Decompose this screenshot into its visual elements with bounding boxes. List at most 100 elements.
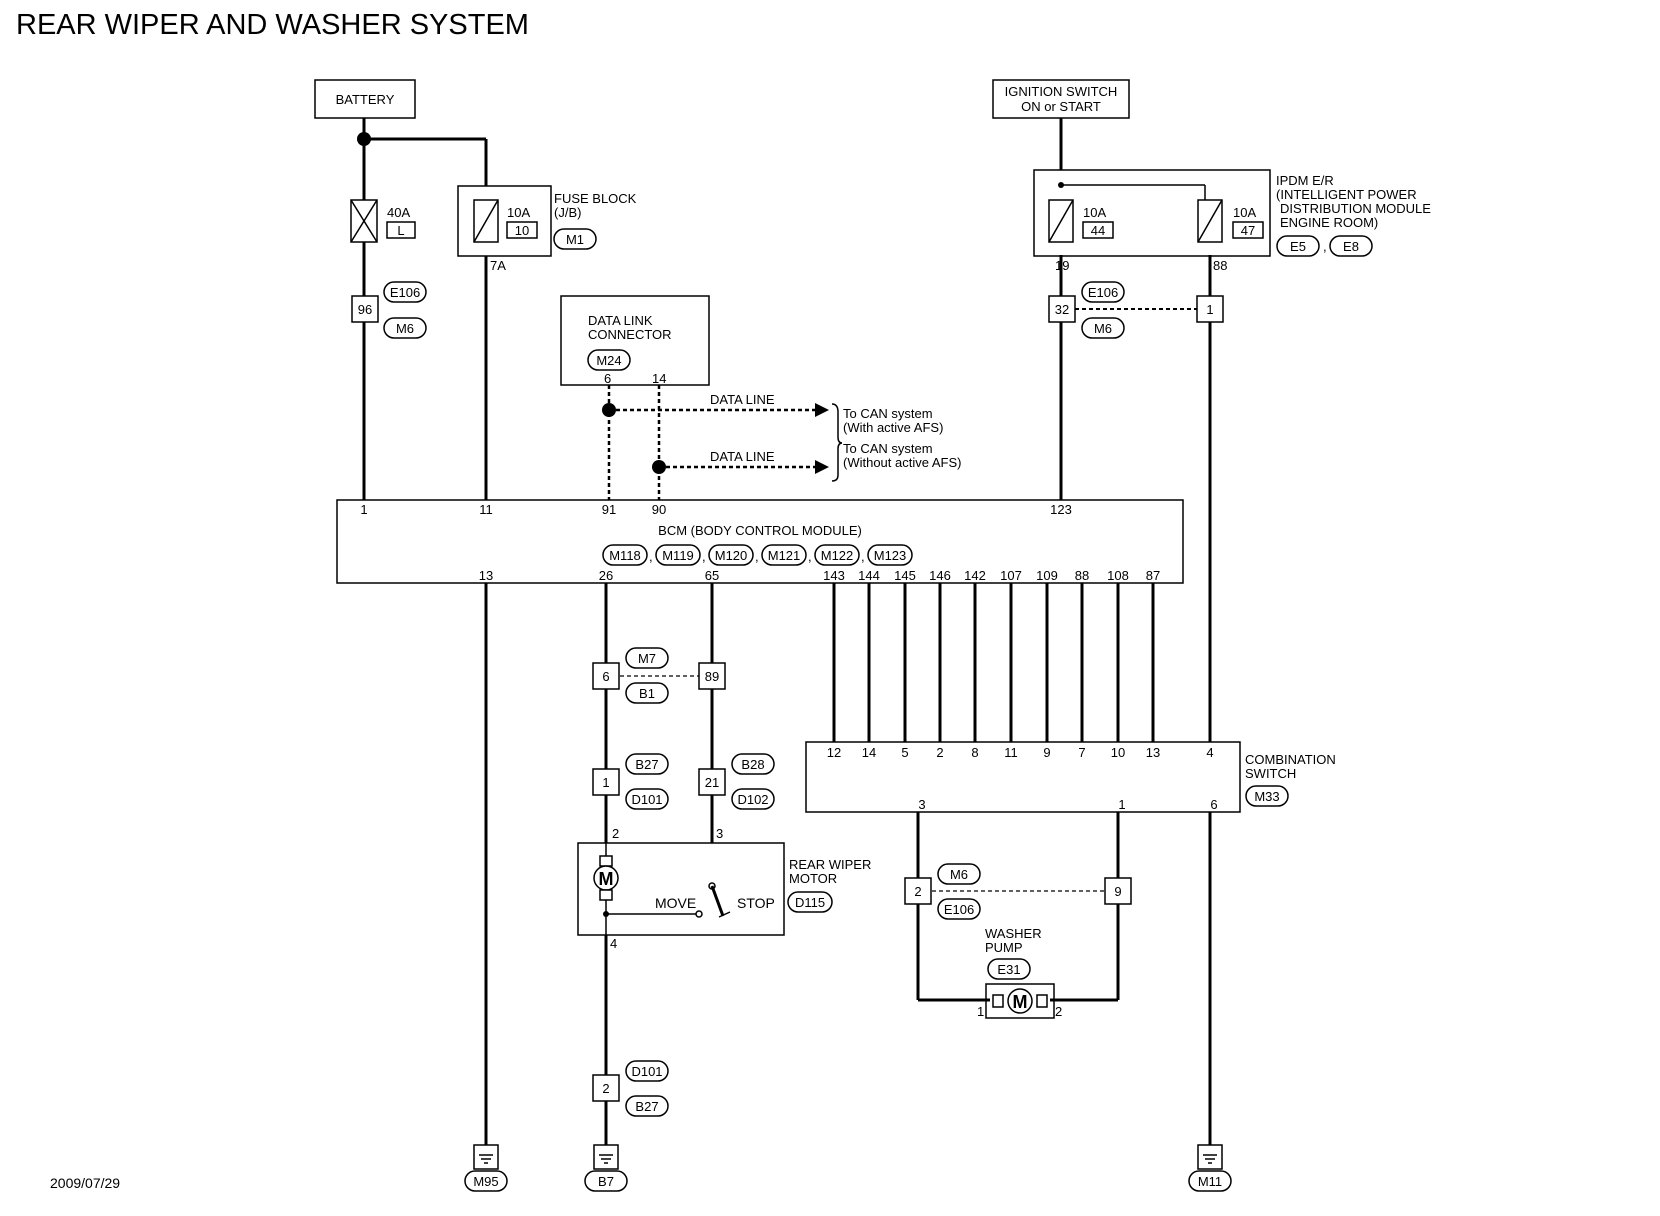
bcm-top-pin: 90 xyxy=(652,502,666,517)
combo-top-pin: 2 xyxy=(936,745,943,760)
wiper-pin-4: 4 xyxy=(610,936,617,951)
ground-m11-label: M11 xyxy=(1198,1174,1222,1189)
bcm-connector-pill xyxy=(708,544,754,566)
ipdm-module: 10A 44 10A 47 19 88 IPDM E/R (INTELLIGEN… xyxy=(1033,169,1431,273)
dlc-label-2: CONNECTOR xyxy=(588,327,672,342)
battery-junction xyxy=(357,132,371,146)
joint-2-washer: 2 M6 E106 xyxy=(904,863,981,920)
wiper-pin-3: 3 xyxy=(716,826,723,841)
pump-motor-icon xyxy=(1007,988,1033,1014)
arrow-icon xyxy=(815,403,829,417)
combo-bottom-pins: 3 1 6 xyxy=(918,797,1217,812)
joint-6-top: M7 xyxy=(638,651,656,666)
ipdm-conn-2: E8 xyxy=(1343,239,1359,254)
joint-96-bot: M6 xyxy=(396,321,414,336)
motor-symbol: M xyxy=(599,869,614,889)
joint-32-top: E106 xyxy=(1088,285,1118,300)
data-link-connector: DATA LINK CONNECTOR M24 6 14 xyxy=(560,295,710,386)
ground-icon xyxy=(593,1144,619,1170)
bcm-module: BCM (BODY CONTROL MODULE) M118,M119,M120… xyxy=(336,499,1184,584)
bcm-top-pin: 123 xyxy=(1050,502,1072,517)
joint-2w-bot: E106 xyxy=(944,902,974,917)
data-junction-2 xyxy=(652,460,666,474)
combo-conn: M33 xyxy=(1254,789,1279,804)
fuse-block-label2: (J/B) xyxy=(554,205,581,220)
bcm-top-pin: 11 xyxy=(479,502,493,517)
battery-label: BATTERY xyxy=(336,92,395,107)
bcm-connector-pill xyxy=(655,544,701,566)
joint-9: 9 xyxy=(1104,877,1132,905)
data-line-label-1: DATA LINE xyxy=(710,392,775,407)
dlc-pin-6: 6 xyxy=(604,371,611,386)
joint-6: 6 M7 B1 xyxy=(592,647,669,704)
joint-96: 96 E106 M6 xyxy=(351,281,427,339)
joint-89-pin: 89 xyxy=(705,669,719,684)
rear-wiper-motor: 2 3 4 M MOVE STOP REAR WIPER MOTOR D115 xyxy=(577,826,871,951)
ground-m11: M11 xyxy=(1188,1144,1232,1192)
joint-2g-pin: 2 xyxy=(602,1081,609,1096)
combo-label-1: COMBINATION xyxy=(1245,752,1336,767)
bcm-connector-sep: , xyxy=(861,549,865,564)
can-label-2a: To CAN system xyxy=(843,441,933,456)
joint-21: 21 B28 D102 xyxy=(698,753,775,810)
wiper-label-2: MOTOR xyxy=(789,871,837,886)
battery-box: BATTERY xyxy=(314,79,416,119)
fuse-block-pin: 7A xyxy=(490,258,506,273)
joint-89: 89 xyxy=(698,662,726,690)
can-label-1a: To CAN system xyxy=(843,406,933,421)
fuse-block-label: FUSE BLOCK xyxy=(554,191,637,206)
dlc-label-1: DATA LINK xyxy=(588,313,653,328)
fuse-block-id: 10 xyxy=(515,223,529,238)
wiper-conn: D115 xyxy=(795,895,825,910)
bcm-connector-pill xyxy=(761,544,807,566)
bcm-bottom-pin: 13 xyxy=(479,568,493,583)
wires xyxy=(362,118,1212,1145)
joint-6-bot: B1 xyxy=(639,686,655,701)
fuse-block-conn: M1 xyxy=(566,232,584,247)
fuse-block: 10A 10 FUSE BLOCK (J/B) M1 7A xyxy=(457,185,637,273)
bcm-connector-sep: , xyxy=(649,549,653,564)
washer-conn: E31 xyxy=(997,962,1020,977)
combo-bottom-pin: 6 xyxy=(1210,797,1217,812)
bcm-connector-sep: , xyxy=(808,549,812,564)
washer-label-2: PUMP xyxy=(985,940,1023,955)
joint-1b-top: B27 xyxy=(635,757,658,772)
fuse-40a-amp: 40A xyxy=(387,205,410,220)
combo-bottom-pin: 3 xyxy=(918,797,925,812)
combo-bottom-pin: 1 xyxy=(1118,797,1125,812)
ground-b7: B7 xyxy=(584,1144,628,1192)
combo-top-pin: 12 xyxy=(827,745,841,760)
ipdm-label-4: ENGINE ROOM) xyxy=(1280,215,1378,230)
bcm-connector-pill xyxy=(602,544,648,566)
combo-top-pin: 9 xyxy=(1043,745,1050,760)
ignition-label-1: IGNITION SWITCH xyxy=(1005,84,1118,99)
combo-top-pin: 13 xyxy=(1146,745,1160,760)
wiper-switch-arm xyxy=(710,885,725,917)
joint-32: 32 E106 M6 xyxy=(1048,281,1125,339)
ipdm-fuse2-id: 47 xyxy=(1241,223,1255,238)
ignition-label-2: ON or START xyxy=(1021,99,1101,114)
bcm-connector: M118 xyxy=(609,548,641,563)
combo-top-pin: 8 xyxy=(971,745,978,760)
bcm-connectors: M118,M119,M120,M121,M122,M123 xyxy=(602,544,913,566)
combo-top-pin: 7 xyxy=(1078,745,1085,760)
bcm-bottom-pin: 87 xyxy=(1146,568,1160,583)
joint-32-pin: 32 xyxy=(1055,302,1069,317)
ipdm-junction xyxy=(1058,182,1064,188)
pump-symbol: M xyxy=(1013,992,1028,1012)
ipdm-pin-88: 88 xyxy=(1213,258,1227,273)
bcm-bottom-pin: 26 xyxy=(599,568,613,583)
bcm-bottom-pin: 146 xyxy=(929,568,951,583)
wiper-label-1: REAR WIPER xyxy=(789,857,871,872)
diagram-date: 2009/07/29 xyxy=(50,1175,120,1191)
can-label-2b: (Without active AFS) xyxy=(843,455,961,470)
joint-96-top: E106 xyxy=(390,285,420,300)
bcm-connector: M123 xyxy=(874,548,907,563)
dlc-pin-14: 14 xyxy=(652,371,666,386)
ipdm-fuse1-amp: 10A xyxy=(1083,205,1106,220)
washer-pump: WASHER PUMP E31 M 1 2 xyxy=(977,926,1062,1019)
bcm-connector-sep: , xyxy=(755,549,759,564)
ipdm-label-2: (INTELLIGENT POWER xyxy=(1276,187,1417,202)
joint-2w-pin: 2 xyxy=(914,884,921,899)
